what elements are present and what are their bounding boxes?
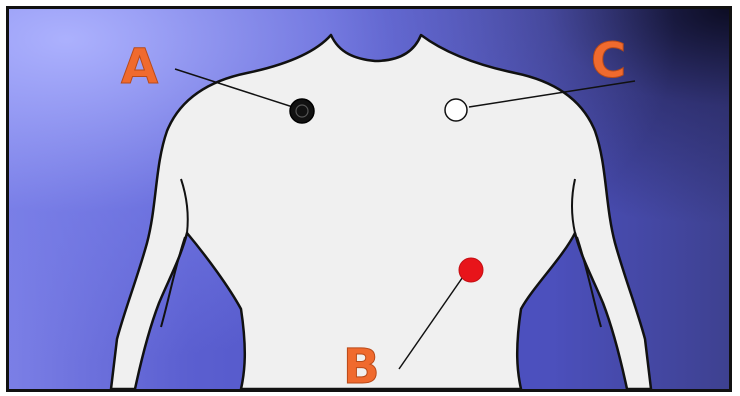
electrode-placement-diagram: A C B <box>9 9 729 389</box>
electrode-b <box>459 258 483 282</box>
diagram-frame: A C B <box>6 6 732 392</box>
electrode-a <box>290 99 314 123</box>
label-b: B <box>343 339 380 389</box>
electrode-c <box>445 99 467 121</box>
label-a: A <box>121 39 158 95</box>
torso-silhouette <box>111 35 651 389</box>
label-c: C <box>591 33 626 89</box>
